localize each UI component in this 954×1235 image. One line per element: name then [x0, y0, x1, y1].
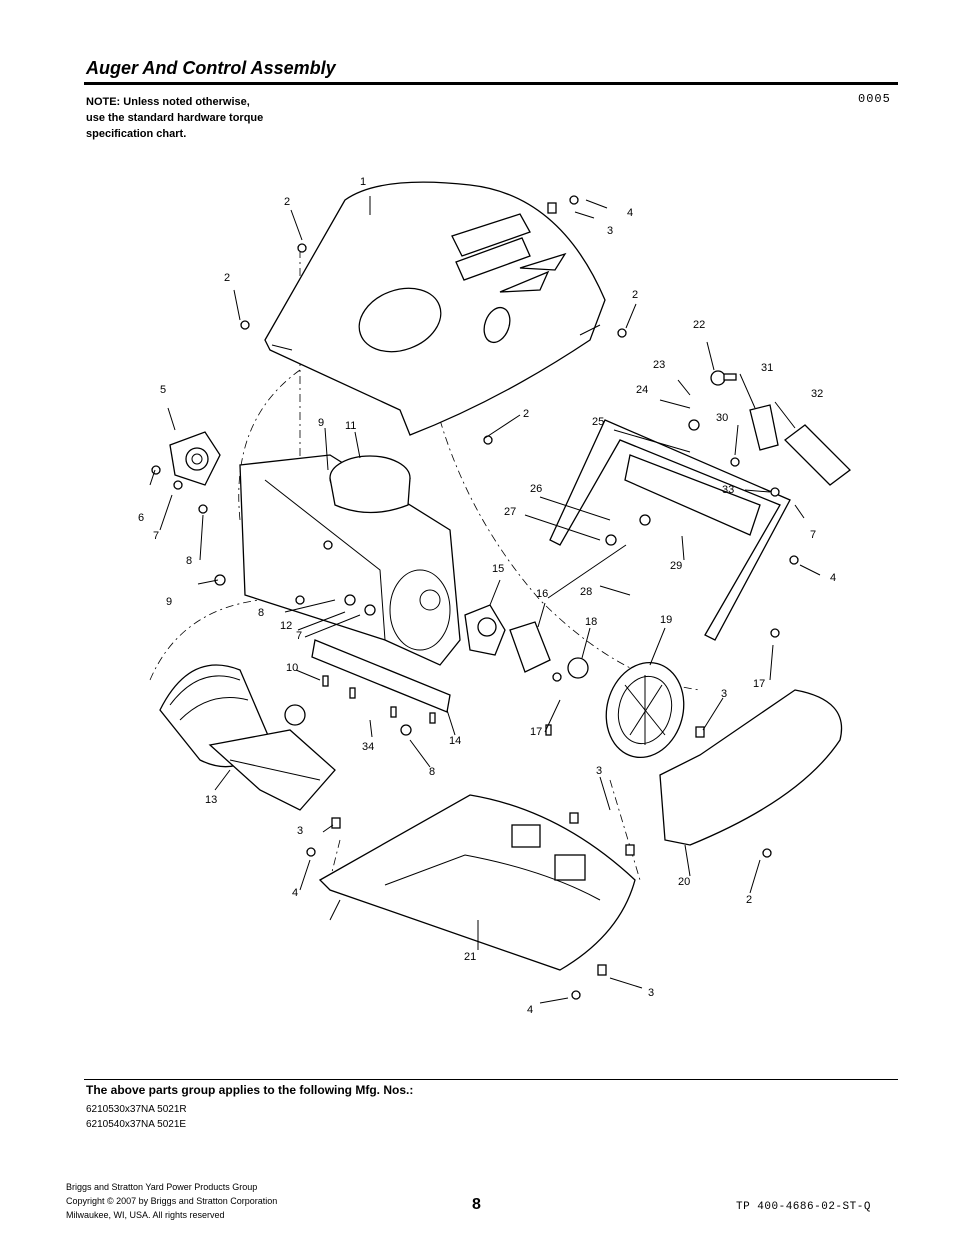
callout-label: 28: [580, 586, 592, 598]
location-line: Milwaukee, WI, USA. All rights reserved: [66, 1210, 225, 1220]
callout-label: 4: [292, 887, 298, 899]
note-line: NOTE: Unless noted otherwise,: [86, 96, 250, 108]
callout-label: 5: [160, 384, 166, 396]
callout-label: 17: [753, 678, 765, 690]
discharge-chute: [659, 689, 843, 846]
document-number: TP 400-4686-02-ST-Q: [736, 1201, 871, 1213]
callout-label: 21: [464, 951, 476, 963]
callout-label: 26: [530, 483, 542, 495]
callout-label: 2: [746, 894, 752, 906]
callout-label: 9: [318, 417, 324, 429]
company-name: Briggs and Stratton Yard Power Products …: [66, 1182, 258, 1192]
control-knob-and-grip: [749, 404, 851, 486]
callout-label: 23: [653, 359, 665, 371]
copyright-block: Briggs and Stratton Yard Power Products …: [66, 1180, 277, 1222]
callout-label: 12: [280, 620, 292, 632]
callout-label: 3: [648, 987, 654, 999]
ignition-key: [710, 370, 737, 386]
applies-heading: The above parts group applies to the fol…: [86, 1083, 414, 1097]
callout-label: 9: [166, 596, 172, 608]
callout-label: 11: [345, 420, 356, 432]
note-line: specification chart.: [86, 128, 187, 140]
callout-label: 24: [636, 384, 648, 396]
callout-label: 4: [527, 1004, 533, 1016]
control-handle-frame: [549, 419, 791, 641]
callout-label: 17: [530, 726, 542, 738]
callout-label: 7: [153, 530, 159, 542]
chute-deflector: [318, 794, 636, 971]
callout-label: 1: [360, 176, 366, 188]
callout-label: 32: [811, 388, 823, 400]
callout-label: 7: [810, 529, 816, 541]
callout-label: 2: [523, 408, 529, 420]
callout-label: 2: [632, 289, 638, 301]
callout-label: 6: [138, 512, 144, 524]
callout-label: 20: [678, 876, 690, 888]
model-number: 6210530x37NA 5021R: [86, 1104, 187, 1115]
callout-label: 14: [449, 735, 461, 747]
callout-label: 8: [258, 607, 264, 619]
copyright-line: Copyright © 2007 by Briggs and Stratton …: [66, 1196, 278, 1206]
callout-label: 8: [186, 555, 192, 567]
callout-label: 33: [722, 484, 734, 496]
model-list: 6210530x37NA 5021R 6210540x37NA 5021E: [86, 1102, 187, 1132]
bearing-flange-left: [169, 431, 221, 486]
callout-label: 29: [670, 560, 682, 572]
fastener-hardware: [151, 195, 799, 1000]
callout-label: 22: [693, 319, 705, 331]
callout-label: 31: [761, 362, 773, 374]
callout-label: 13: [205, 794, 217, 806]
callout-label: 10: [286, 662, 298, 674]
callout-label: 19: [660, 614, 672, 626]
callout-label: 3: [297, 825, 303, 837]
callout-label: 4: [627, 207, 633, 219]
callout-label: 3: [607, 225, 613, 237]
callout-label: 27: [504, 506, 516, 518]
callout-label: 16: [536, 588, 548, 600]
page-number: 8: [472, 1196, 481, 1213]
bearing-flange-right: [464, 604, 506, 656]
torque-note: NOTE: Unless noted otherwise, use the st…: [86, 94, 263, 142]
wheel-assembly: [509, 621, 685, 759]
callout-label: 4: [830, 572, 836, 584]
exploded-parts-diagram: 1 2 2 2 2 2 3 3 3 3 3 4 4 4 4 5 6 7 7 7 …: [138, 176, 851, 1016]
callout-label: 2: [224, 272, 230, 284]
callout-label: 2: [284, 196, 290, 208]
callout-label: 15: [492, 563, 504, 575]
header-rule: [84, 82, 898, 85]
callout-label: 3: [721, 688, 727, 700]
model-number: 6210540x37NA 5021E: [86, 1119, 187, 1130]
callout-label: 8: [429, 766, 435, 778]
callout-label: 25: [592, 416, 604, 428]
applies-rule: [84, 1079, 898, 1080]
page-title: Auger And Control Assembly: [86, 58, 336, 78]
callout-label: 7: [296, 630, 302, 642]
auger: [159, 664, 336, 811]
reference-code: 0005: [858, 92, 891, 106]
auger-housing-frame: [239, 454, 461, 666]
callout-leaders: [149, 196, 821, 1004]
callout-label: 3: [596, 765, 602, 777]
scraper-bar: [311, 639, 451, 713]
note-line: use the standard hardware torque: [86, 112, 264, 124]
callout-label: 30: [716, 412, 728, 424]
callout-label: 18: [585, 616, 597, 628]
callout-label: 34: [362, 741, 374, 753]
auger-housing-cover: [264, 181, 606, 436]
